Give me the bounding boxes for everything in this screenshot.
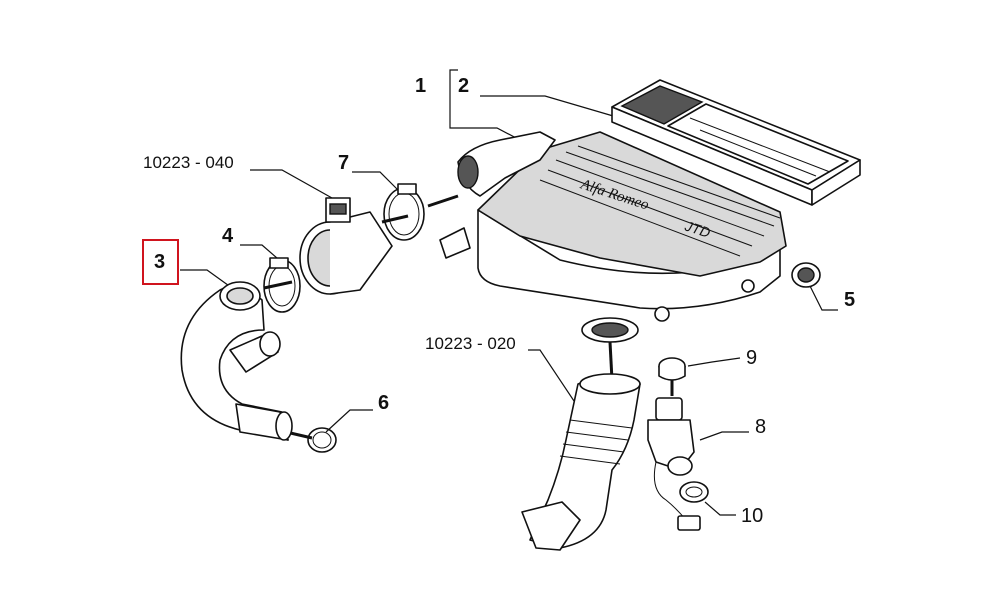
intake-hose (180, 281, 293, 441)
cover-badge: JTD (682, 217, 712, 240)
label-part-10: 10 (741, 505, 764, 527)
hose-clamp-7 (383, 183, 425, 241)
duct-bellows (559, 419, 633, 465)
hose-clamp-4 (263, 257, 301, 313)
air-filter-housing (439, 131, 787, 343)
grommet (791, 262, 821, 288)
sensor-8 (647, 397, 701, 531)
highlight-box-part-3 (142, 239, 179, 285)
label-part-4: 4 (222, 225, 234, 247)
label-part-2: 2 (458, 75, 470, 97)
label-part-7: 7 (338, 152, 350, 174)
air-flow-meter (299, 197, 393, 295)
air-duct (521, 373, 641, 551)
label-part-1: 1 (415, 75, 427, 97)
label-part-9: 9 (746, 347, 758, 369)
label-part-8: 8 (755, 416, 767, 438)
callout-lines (180, 69, 838, 516)
label-ref-sensor: 10223 - 040 (143, 153, 234, 172)
sensor-cap-9 (658, 357, 686, 381)
label-part-3: 3 (154, 251, 166, 273)
assembly-axes (263, 194, 674, 440)
air-filter-element (611, 79, 861, 206)
label-part-5: 5 (844, 289, 856, 311)
cover-ribs (539, 145, 781, 257)
hose-clamp-6 (307, 427, 337, 453)
label-part-6: 6 (378, 392, 390, 414)
sensor-cap-10 (679, 481, 709, 503)
label-ref-duct: 10223 - 020 (425, 334, 516, 353)
